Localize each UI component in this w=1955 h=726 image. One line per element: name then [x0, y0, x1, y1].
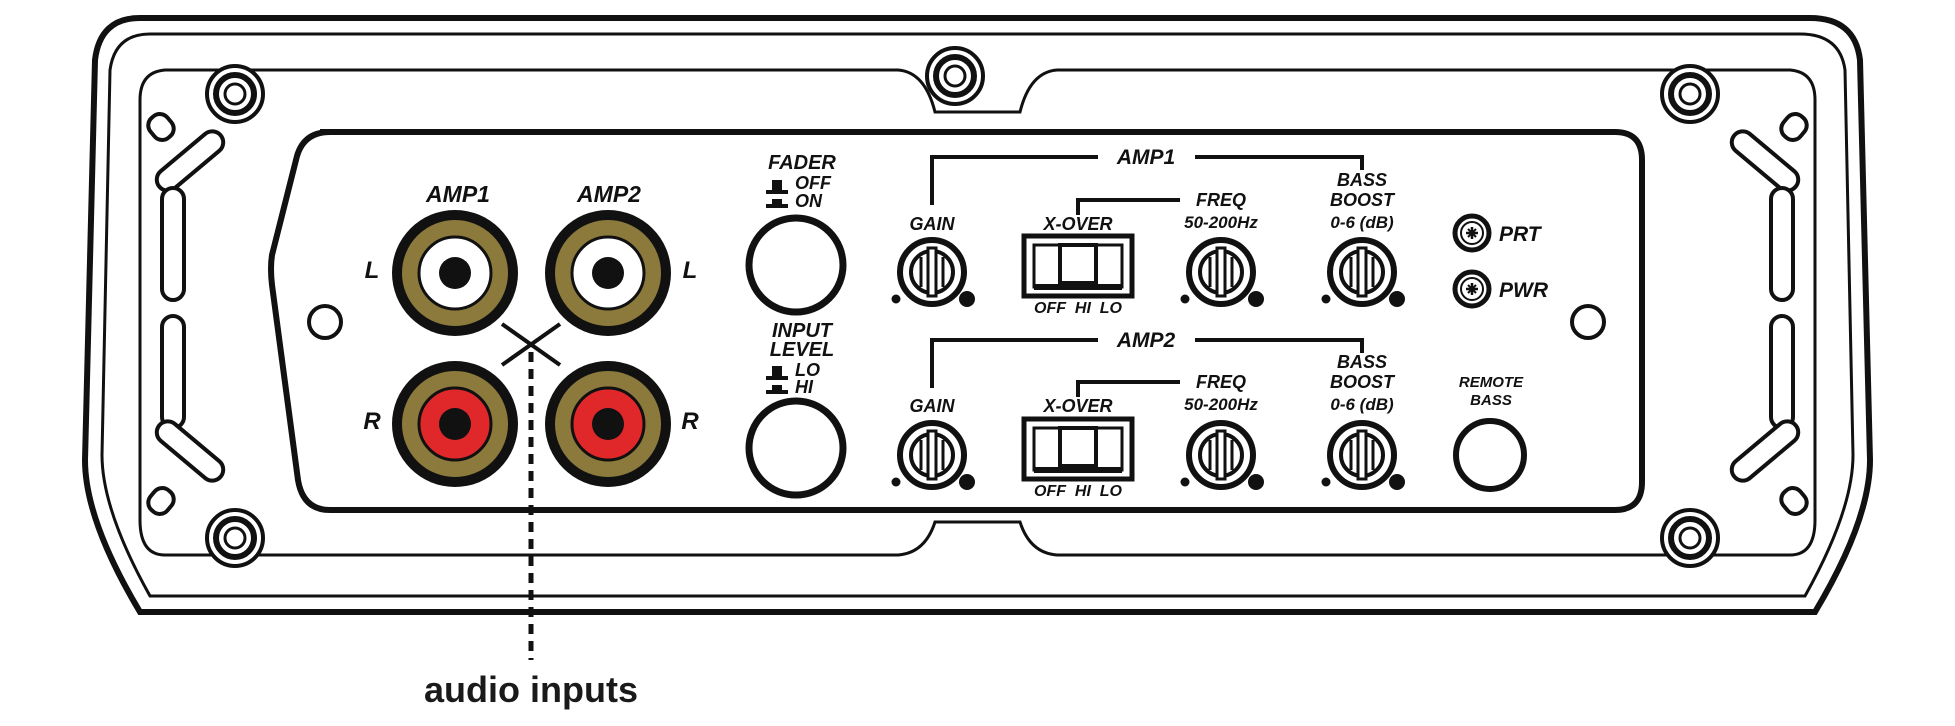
amp2-xover-positions: OFF HI LO — [1034, 483, 1123, 500]
panel-mount-hole-right-icon — [1570, 304, 1606, 340]
panel-mount-hole-left-icon — [307, 304, 343, 340]
right-channel-label-1: R — [363, 408, 381, 435]
amp2-bass-label-1: BASS — [1337, 352, 1387, 372]
remote-bass-port[interactable] — [1453, 418, 1527, 492]
amp2-xover-label: X-OVER — [1042, 396, 1112, 416]
fader-title: FADER — [768, 152, 836, 174]
input-level-button[interactable] — [745, 397, 847, 499]
fader-group: FADER OFF ON — [745, 152, 847, 316]
screw-top-right-icon — [1662, 66, 1718, 122]
amp1-xover-positions: OFF HI LO — [1034, 300, 1123, 317]
screw-bottom-right-icon — [1662, 510, 1718, 566]
fader-on-label: ON — [795, 191, 823, 211]
amp2-freq-label: FREQ — [1196, 372, 1246, 392]
amp1-freq-range: 50-200Hz — [1184, 213, 1258, 232]
screw-top-left-icon — [207, 66, 263, 122]
cross-mark-icon — [500, 322, 562, 367]
input-level-hi-label: HI — [795, 377, 814, 397]
rca-jack-amp1-right[interactable] — [392, 361, 518, 487]
level-switch-in-icon — [766, 385, 788, 394]
prt-label: PRT — [1499, 223, 1543, 246]
amp2-gain-label: GAIN — [910, 396, 956, 416]
left-cooling-fins — [146, 112, 226, 516]
amp2-section-title: AMP2 — [1116, 329, 1176, 352]
amp2-freq-range: 50-200Hz — [1184, 395, 1258, 414]
rca-inputs: AMP1 AMP2 L L R R — [363, 181, 699, 487]
amp1-gain-label: GAIN — [910, 214, 956, 234]
screw-bottom-left-icon — [207, 510, 263, 566]
audio-inputs-callout: audio inputs — [424, 669, 638, 710]
left-channel-label-2: L — [683, 257, 698, 284]
rca-jack-amp2-right[interactable] — [545, 361, 671, 487]
rca-jack-amp2-left[interactable] — [545, 210, 671, 336]
switch-out-icon — [766, 180, 788, 194]
indicators: PRT PWR — [1455, 216, 1549, 306]
prt-led-icon — [1455, 216, 1489, 250]
amp2-controls: AMP2 GAIN X-OVER OFF HI LO FREQ 50-200Hz… — [892, 329, 1406, 500]
amp1-xover-switch[interactable] — [1024, 236, 1132, 296]
switch-in-icon — [766, 199, 788, 208]
level-switch-out-icon — [766, 366, 788, 380]
amp1-bass-label-2: BOOST — [1330, 190, 1396, 210]
amp1-freq-label: FREQ — [1196, 190, 1246, 210]
amp1-controls: AMP1 GAIN X-OVER OFF HI LO FREQ 50-200Hz… — [892, 146, 1406, 317]
rca-jack-amp1-left[interactable] — [392, 210, 518, 336]
input-level-group: INPUT LEVEL LO HI — [745, 320, 847, 499]
fader-button[interactable] — [745, 214, 847, 316]
screw-top-center-icon — [927, 48, 983, 104]
fader-off-label: OFF — [795, 173, 832, 193]
remote-bass-label-2: BASS — [1470, 392, 1512, 409]
amp1-bass-range: 0-6 (dB) — [1330, 213, 1394, 232]
amp1-xover-label: X-OVER — [1042, 214, 1112, 234]
amp2-xover-switch[interactable] — [1024, 419, 1132, 479]
left-channel-label-1: L — [365, 257, 380, 284]
amp2-bass-label-2: BOOST — [1330, 372, 1396, 392]
right-cooling-fins — [1729, 112, 1809, 516]
amp1-section-title: AMP1 — [1116, 146, 1175, 169]
amp1-bass-label-1: BASS — [1337, 170, 1387, 190]
right-channel-label-2: R — [681, 408, 699, 435]
remote-bass-label-1: REMOTE — [1459, 374, 1524, 391]
input-level-title-1: INPUT — [772, 320, 834, 342]
input-level-lo-label: LO — [795, 360, 820, 380]
input-amp2-label: AMP2 — [576, 181, 641, 207]
input-level-title-2: LEVEL — [770, 339, 834, 361]
input-amp1-label: AMP1 — [425, 181, 490, 207]
remote-bass-group: REMOTE BASS — [1453, 374, 1527, 492]
amp2-bass-range: 0-6 (dB) — [1330, 395, 1394, 414]
pwr-label: PWR — [1499, 279, 1549, 302]
pwr-led-icon — [1455, 272, 1489, 306]
